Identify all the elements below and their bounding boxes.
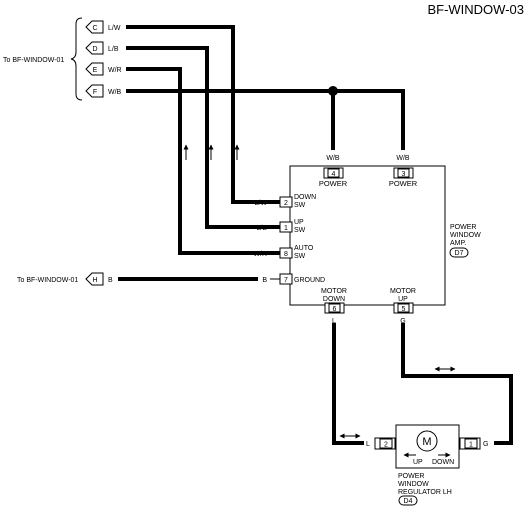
pin-function: POWER: [389, 179, 418, 188]
wire-color-label: L: [366, 441, 370, 448]
page-title: BF-WINDOW-03: [427, 2, 524, 17]
amp-pin-6: MOTOR DOWN 6 L: [321, 288, 347, 325]
amp-name: POWER WINDOW AMP. D7: [449, 224, 481, 258]
amp-pin-1: L/B 1 UP SW: [256, 219, 305, 234]
wire-l-w: [126, 25, 280, 204]
amp-pin-7: B 7 GROUND: [262, 273, 325, 285]
pin-number: 2: [284, 200, 288, 207]
connector-code: D7: [455, 250, 464, 257]
connector-letter: E: [93, 67, 98, 74]
down-label: DOWN: [432, 459, 454, 466]
wire-color-label: W/R: [108, 67, 122, 74]
wire-w-r: [126, 67, 280, 255]
up-label: UP: [413, 459, 423, 466]
pin-number: 1: [469, 442, 473, 449]
regulator-name-line: REGULATOR LH: [398, 489, 452, 496]
wire-color-label: L: [332, 318, 336, 325]
pin-function: UP: [294, 219, 304, 226]
wire-color-label: L/W: [255, 200, 268, 207]
pin-inner: [397, 303, 410, 313]
amp-pin-5: MOTOR UP 5 G: [390, 288, 416, 325]
amp-pin-3: W/B 3 POWER: [389, 155, 418, 188]
wire-color-label: W/B: [326, 155, 340, 162]
pin-number: 2: [384, 442, 388, 449]
amp-pin-2: L/W 2 DOWN SW: [255, 194, 317, 209]
pin-function: DOWN: [323, 296, 345, 303]
connector-d: D L/B: [85, 41, 119, 55]
pin-function: MOTOR: [390, 288, 416, 295]
wire-color-label: W/B: [108, 89, 122, 96]
pin-inner: [328, 303, 341, 313]
wire-color-label: L/B: [108, 46, 119, 53]
wire-motor-g: [401, 323, 513, 445]
connector-bracket: [70, 17, 83, 101]
connector-letter: D: [92, 46, 97, 53]
to-bf-window-01-link[interactable]: To BF-WINDOW-01: [3, 57, 64, 64]
pin-function: DOWN: [294, 194, 316, 201]
motor-symbol: M: [422, 436, 431, 448]
amp-pin-8: W/R 8 AUTO SW: [253, 245, 313, 260]
pin-inner: [327, 168, 340, 178]
amp-name-line: AMP.: [450, 240, 466, 247]
motor-icon: [416, 430, 438, 452]
pin-number: 8: [284, 251, 288, 258]
connector-c: C L/W: [85, 20, 121, 34]
amp-name-line: POWER: [450, 224, 476, 231]
pin-box: [279, 247, 293, 259]
regulator-left-pin: L 2: [366, 437, 396, 450]
pin-number: 3: [402, 171, 406, 178]
pin-number: 6: [333, 306, 337, 313]
connector-f: F W/B: [85, 84, 122, 98]
pin-function: SW: [294, 253, 306, 260]
pin-inner: [379, 438, 393, 449]
regulator-right-pin: 1 G: [459, 437, 488, 450]
pin-box: [279, 196, 293, 208]
pin-function: AUTO: [294, 245, 314, 252]
pin-number: 1: [284, 225, 288, 232]
wire-color-label: L/B: [256, 225, 267, 232]
wire-l-b: [126, 46, 280, 229]
pin-box: [279, 221, 293, 233]
wire-color-label: L/W: [108, 25, 121, 32]
wire-color-label: B: [108, 277, 113, 284]
wire-w-b: [126, 89, 405, 150]
amp-name-line: WINDOW: [450, 232, 481, 239]
connector-letter: C: [92, 25, 97, 32]
pin-box: [279, 273, 293, 285]
amp-pin-4: W/B 4 POWER: [319, 155, 348, 188]
connector-e: E W/R: [85, 62, 122, 76]
wire-color-label: B: [262, 277, 267, 284]
pin-number: 7: [284, 277, 288, 284]
to-bf-window-01-ground-link[interactable]: To BF-WINDOW-01: [17, 277, 78, 284]
pin-function: MOTOR: [321, 288, 347, 295]
pin-function: SW: [294, 227, 306, 234]
connector-h: H B: [85, 272, 113, 286]
pin-function: POWER: [319, 179, 348, 188]
pin-inner: [464, 438, 478, 449]
regulator-name: POWER WINDOW REGULATOR LH D4: [398, 473, 452, 506]
pin-function: GROUND: [294, 277, 325, 284]
pin-number: 5: [402, 306, 406, 313]
connector-code-badge: [398, 495, 418, 506]
pin-function: SW: [294, 202, 306, 209]
connector-letter: F: [93, 89, 97, 96]
connector-letter: H: [92, 277, 97, 284]
connector-code: D4: [404, 498, 413, 505]
wire-color-label: G: [483, 441, 488, 448]
wire-color-label: W/B: [396, 155, 410, 162]
pin-inner: [397, 168, 410, 178]
wire-color-label: G: [400, 318, 405, 325]
wire-color-label: W/R: [253, 251, 267, 258]
regulator-name-line: WINDOW: [398, 481, 429, 488]
wire-motor-l: [332, 323, 364, 445]
pin-function: UP: [398, 296, 408, 303]
power-window-amp-box: [289, 165, 446, 306]
connector-code-badge: [449, 247, 469, 258]
regulator-name-line: POWER: [398, 473, 424, 480]
pin-number: 4: [332, 171, 336, 178]
splice-point: [328, 86, 338, 96]
